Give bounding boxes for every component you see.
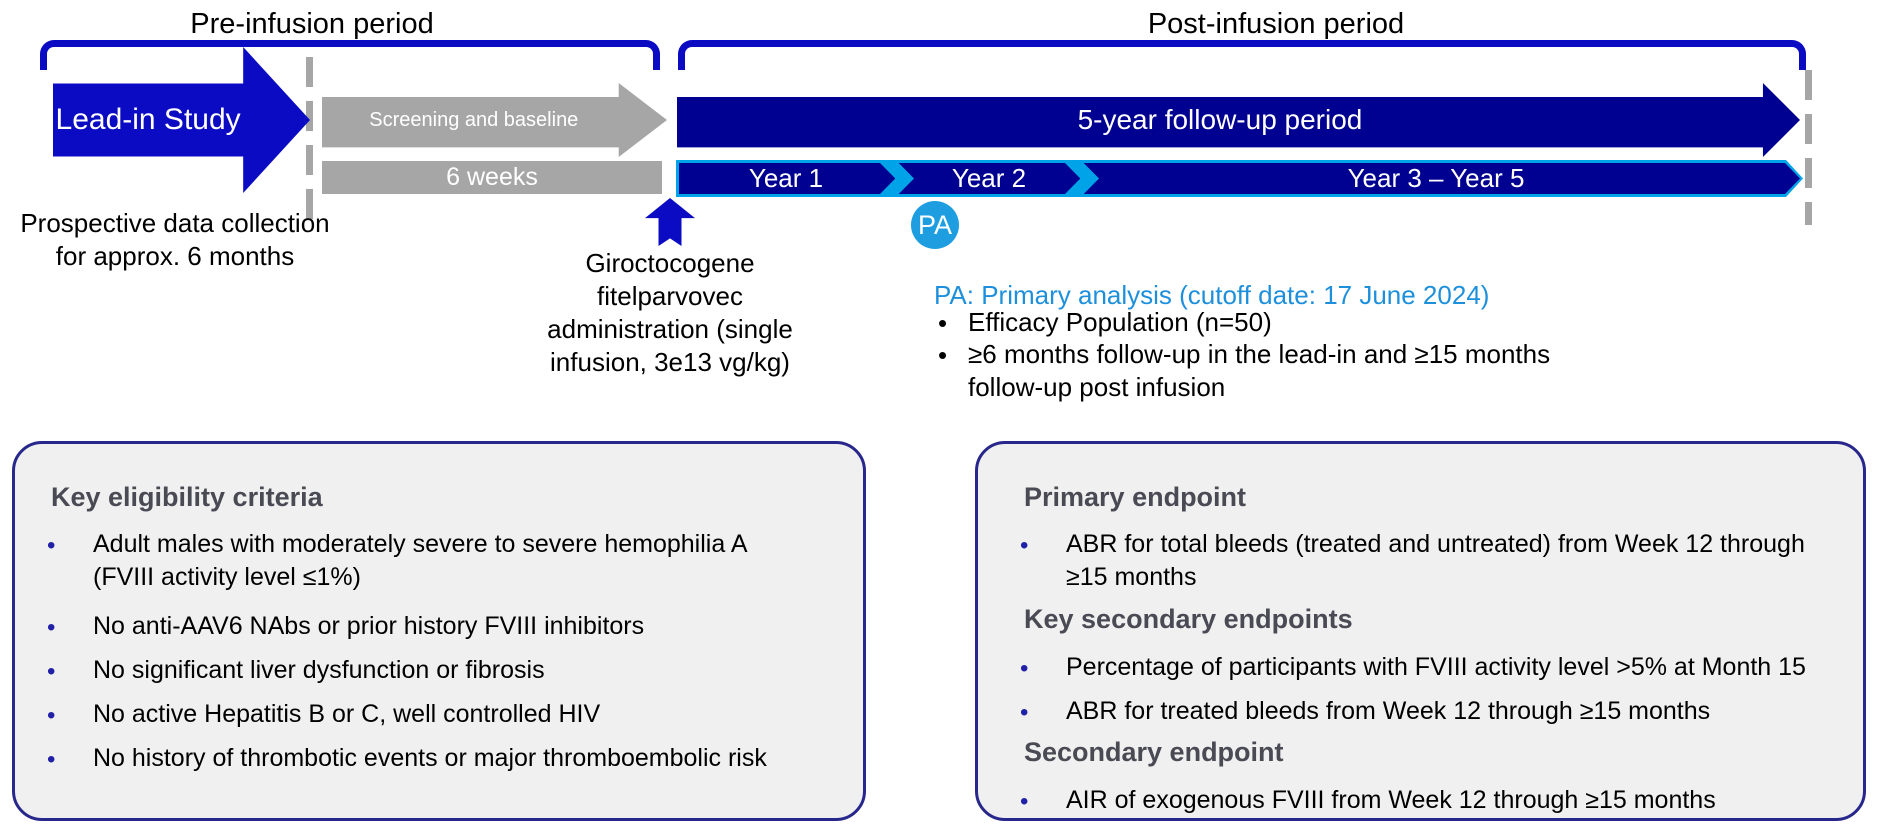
pre-infusion-period-title: Pre-infusion period: [190, 8, 434, 40]
year-1-label: Year 1: [748, 163, 824, 193]
administration-note: Giroctocogene fitelparvovec administrati…: [520, 247, 820, 379]
eligibility-criteria-box: Key eligibility criteria • Adult males w…: [12, 441, 866, 821]
prospective-data-note: Prospective data collection for approx. …: [10, 207, 340, 273]
pa-bullet-followup-line1: ≥6 months follow-up in the lead-in and ≥…: [968, 339, 1551, 369]
key-secondary-endpoints-title: Key secondary endpoints: [1024, 604, 1353, 634]
bullet-icon: •: [47, 702, 56, 729]
bullet-icon: •: [47, 614, 56, 641]
bullet-icon: •: [47, 746, 56, 773]
secondary-endpoint-title: Secondary endpoint: [1024, 737, 1284, 767]
five-year-followup-label: 5-year follow-up period: [1077, 104, 1363, 135]
end-of-followup-dashed-line: [1805, 70, 1812, 225]
pa-bullet-followup-line2: follow-up post infusion: [968, 372, 1226, 402]
year-3-5-label: Year 3 – Year 5: [1347, 163, 1525, 193]
year-segment-bar-fill: [679, 163, 1800, 194]
prospective-data-note-line2: for approx. 6 months: [55, 241, 295, 271]
five-year-followup-arrow: 5-year follow-up period: [677, 83, 1800, 157]
eligibility-box-title: Key eligibility criteria: [51, 482, 323, 512]
prospective-data-note-line1: Prospective data collection: [20, 208, 330, 238]
bullet-icon: •: [1020, 699, 1029, 726]
pa-bullet-efficacy: Efficacy Population (n=50): [968, 307, 1272, 337]
year-2-label: Year 2: [951, 163, 1027, 193]
bullet-icon: •: [1020, 788, 1029, 815]
pre-infusion-bracket: [40, 40, 660, 70]
administration-note-line3: administration (single: [547, 314, 793, 344]
primary-endpoint-bullet-1: ABR for total bleeds (treated and untrea…: [1066, 528, 1846, 594]
infusion-boundary-dashed-line: [306, 57, 313, 225]
lead-in-study-label: Lead-in Study: [55, 103, 241, 136]
primary-endpoint-bullet-1-line1: ABR for total bleeds (treated and untrea…: [1066, 530, 1805, 558]
bullet-icon: •: [938, 308, 948, 338]
screening-baseline-arrow: Screening and baseline: [322, 83, 667, 157]
post-infusion-bracket: [678, 40, 1806, 70]
secondary-endpoint-bullet-1: AIR of exogenous FVIII from Week 12 thro…: [1066, 786, 1716, 814]
bullet-icon: •: [1020, 655, 1029, 682]
key-secondary-bullet-1: Percentage of participants with FVIII ac…: [1066, 653, 1806, 681]
eligibility-bullet-1: Adult males with moderately severe to se…: [93, 528, 833, 594]
administration-note-line2: fitelparvovec: [597, 281, 743, 311]
primary-endpoint-title: Primary endpoint: [1024, 482, 1247, 512]
eligibility-bullet-3: No significant liver dysfunction or fibr…: [93, 656, 545, 684]
eligibility-bullet-1-line2: (FVIII activity level ≤1%): [93, 563, 361, 591]
eligibility-bullet-4: No active Hepatitis B or C, well control…: [93, 700, 601, 728]
primary-analysis-caption: PA: Primary analysis (cutoff date: 17 Ju…: [934, 280, 1490, 310]
screening-duration-bar: 6 weeks: [322, 161, 662, 194]
post-infusion-period-title: Post-infusion period: [1147, 8, 1405, 40]
eligibility-bullet-5: No history of thrombotic events or major…: [93, 744, 767, 772]
screening-baseline-label: Screening and baseline: [369, 108, 579, 131]
administration-note-line1: Giroctocogene: [585, 248, 755, 278]
eligibility-bullet-1-line1: Adult males with moderately severe to se…: [93, 530, 748, 558]
key-secondary-bullet-2: ABR for treated bleeds from Week 12 thro…: [1066, 697, 1711, 725]
endpoints-box: Primary endpoint • ABR for total bleeds …: [975, 441, 1866, 821]
bullet-icon: •: [938, 340, 948, 370]
primary-endpoint-bullet-1-line2: ≥15 months: [1066, 563, 1197, 591]
pa-bullet-followup: ≥6 months follow-up in the lead-in and ≥…: [968, 338, 1608, 404]
infusion-up-arrow-icon: [645, 198, 695, 246]
bullet-icon: •: [47, 532, 56, 559]
eligibility-bullet-2: No anti-AAV6 NAbs or prior history FVIII…: [93, 612, 645, 640]
administration-note-line4: infusion, 3e13 vg/kg): [550, 347, 790, 377]
bullet-icon: •: [1020, 532, 1029, 559]
year-segment-bar: Year 1 Year 2 Year 3 – Year 5: [676, 160, 1803, 197]
bullet-icon: •: [47, 658, 56, 685]
primary-analysis-marker: PA: [911, 201, 959, 249]
